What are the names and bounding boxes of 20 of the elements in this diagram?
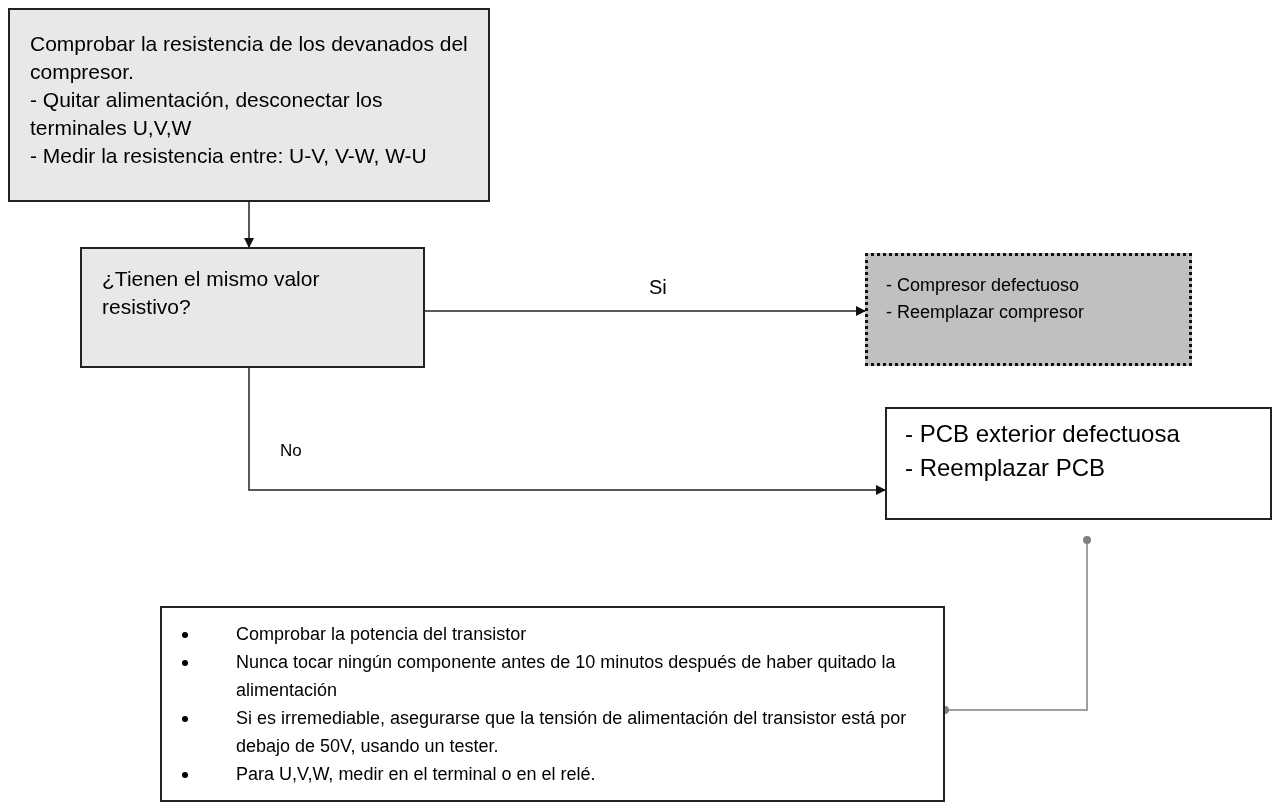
box-text: - Reemplazar compresor	[886, 301, 1086, 324]
connector-arrow	[248, 367, 886, 495]
bullet-text: Para U,V,W, medir en el terminal o en el relé.	[236, 763, 596, 786]
bullet-text: Nunca tocar ningún componente antes de 10 minutos después de haber quitado la alimentación	[236, 651, 897, 702]
note-box	[160, 606, 945, 802]
bullet-text: Si es irremediable, asegurarse que la tensión de alimentación del transistor está por debajo de 50V, usando un tester.	[236, 707, 908, 758]
result-box	[865, 253, 1192, 366]
connector-arrow	[424, 306, 866, 316]
box-text: - Reemplazar PCB	[905, 453, 1107, 483]
box-text: - Quitar alimentación, desconectar los terminales U,V,W	[30, 87, 384, 141]
result-box	[885, 407, 1272, 520]
box-text: ¿Tienen el mismo valor resistivo?	[102, 266, 321, 320]
box-text: Comprobar la resistencia de los devanados del compresor.	[30, 31, 469, 85]
box-text: - Compresor defectuoso	[886, 274, 1081, 297]
connector-arrow	[244, 201, 254, 248]
bullet-text: Comprobar la potencia del transistor	[236, 623, 527, 646]
decision-box	[80, 247, 425, 368]
box-text: - Medir la resistencia entre: U-V, V-W, W-U	[30, 143, 428, 169]
box-text: - PCB exterior defectuosa	[905, 419, 1181, 449]
process-box	[8, 8, 490, 202]
